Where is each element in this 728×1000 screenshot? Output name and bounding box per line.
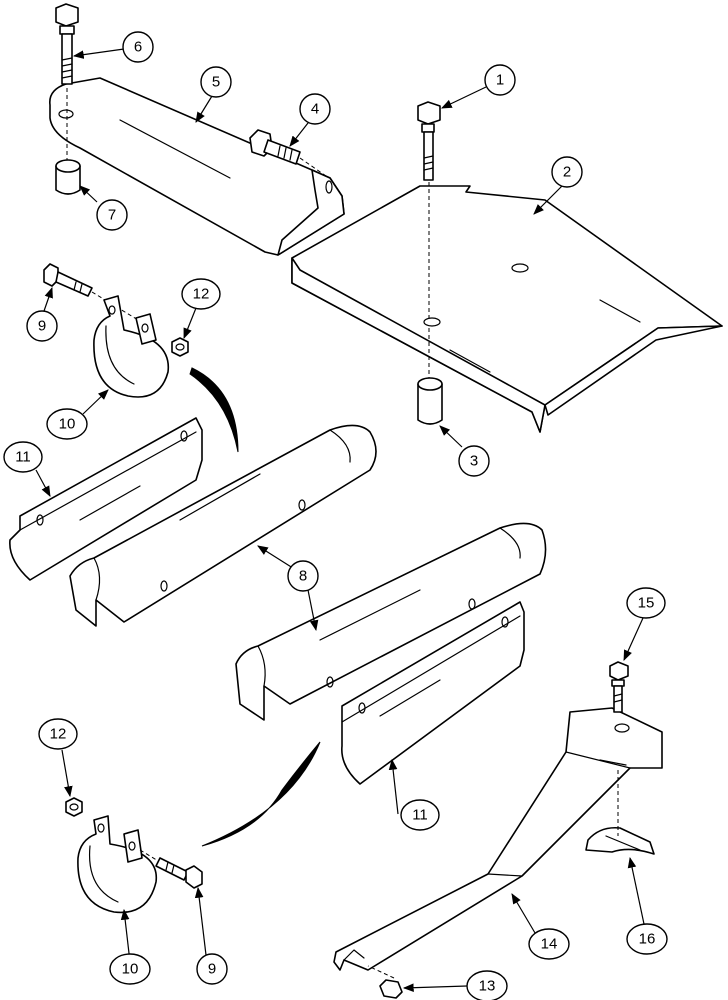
callout-10-upper: 10 (46, 408, 88, 440)
callout-9-upper: 9 (26, 310, 58, 342)
callout-6-label: 6 (134, 39, 142, 56)
callout-2-label: 2 (563, 164, 571, 181)
callout-11-upper-label: 11 (15, 449, 31, 466)
callout-4: 4 (299, 93, 331, 125)
part-13-bolt (367, 965, 403, 999)
callout-3-label: 3 (470, 453, 478, 470)
part-3-spacer (417, 377, 443, 425)
callout-15-label: 15 (638, 595, 655, 612)
part-9-bolt-lower (139, 849, 203, 889)
callout-6: 6 (122, 31, 154, 63)
leader-lines (35, 48, 645, 993)
part-4-bolt (249, 129, 327, 177)
callout-9-upper-label: 9 (38, 318, 46, 335)
part-11-heat-shield-upper (9, 417, 203, 581)
part-11-heat-shield-lower (341, 601, 525, 785)
callout-4-label: 4 (311, 101, 319, 118)
part-5-bracket-plate (49, 77, 345, 256)
callout-9-lower: 9 (196, 953, 228, 985)
part-16-clip (585, 770, 655, 855)
motion-arc-upper (189, 367, 239, 453)
callout-1-label: 1 (496, 72, 504, 89)
part-12-nut-lower (65, 797, 83, 817)
callout-16-label: 16 (639, 931, 656, 948)
callout-13-label: 13 (479, 978, 496, 995)
callout-10-lower-label: 10 (122, 961, 139, 978)
callout-11-upper: 11 (3, 441, 43, 473)
part-9-bolt-upper (43, 263, 149, 327)
part-2-shield-plate (291, 185, 723, 433)
callout-10-lower: 10 (109, 953, 151, 985)
part-8-pipe-shield-upper (69, 424, 377, 627)
motion-arc-lower (201, 741, 321, 847)
callout-3: 3 (458, 445, 490, 477)
part-12-nut-upper (171, 337, 189, 357)
callout-7-label: 7 (108, 207, 116, 224)
callout-10-upper-label: 10 (59, 416, 76, 433)
callout-13: 13 (466, 970, 508, 1000)
part-10-clamp-upper (93, 295, 170, 398)
callout-12-lower: 12 (38, 718, 78, 750)
callout-8-label: 8 (299, 568, 307, 585)
callout-11-lower: 11 (400, 799, 440, 831)
callout-9-lower-label: 9 (208, 961, 216, 978)
callout-1: 1 (484, 64, 516, 96)
part-1-bolt (417, 101, 441, 378)
callout-5: 5 (200, 66, 232, 98)
part-15-bolt (609, 661, 629, 713)
callout-14-label: 14 (541, 936, 558, 953)
part-7-spacer (55, 159, 81, 195)
callout-15: 15 (626, 587, 666, 619)
callout-11-lower-label: 11 (412, 807, 428, 824)
callout-12-upper: 12 (181, 278, 221, 310)
part-6-bolt (55, 3, 79, 160)
callout-5-label: 5 (212, 74, 220, 91)
callout-8: 8 (287, 560, 319, 592)
callout-12-upper-label: 12 (193, 286, 210, 303)
callout-16: 16 (626, 923, 668, 955)
callout-14: 14 (528, 928, 570, 960)
callout-2: 2 (551, 156, 583, 188)
part-8-pipe-shield-lower (235, 522, 547, 721)
callout-12-lower-label: 12 (50, 726, 67, 743)
part-10-clamp-lower (77, 815, 158, 914)
callout-7: 7 (96, 199, 128, 231)
part-14-support-arm (333, 707, 663, 971)
